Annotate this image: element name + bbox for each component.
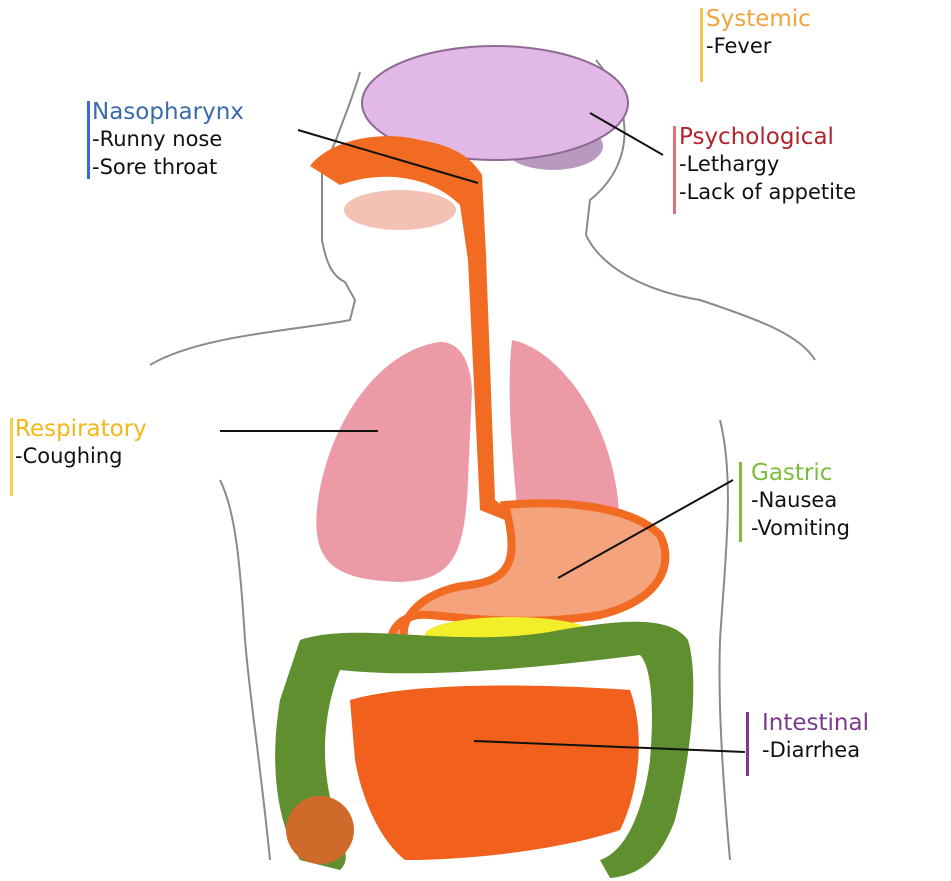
left-lung: [316, 342, 472, 582]
label-gastric: Gastric -Nausea -Vomiting: [739, 460, 850, 542]
item-nasopharynx-1: -Runny nose: [92, 125, 244, 153]
bar-respiratory: [10, 418, 13, 496]
title-intestinal: Intestinal: [762, 710, 869, 736]
label-psychological: Psychological -Lethargy -Lack of appetit…: [673, 124, 856, 206]
bar-nasopharynx: [87, 101, 90, 179]
item-psychological-2: -Lack of appetite: [679, 178, 856, 206]
title-gastric: Gastric: [751, 460, 850, 486]
small-intestine: [350, 686, 639, 860]
item-systemic-1: -Fever: [706, 32, 811, 60]
bar-intestinal: [746, 712, 749, 776]
title-nasopharynx: Nasopharynx: [92, 99, 244, 125]
item-gastric-1: -Nausea: [751, 486, 850, 514]
item-respiratory-1: -Coughing: [15, 442, 147, 470]
bar-systemic: [700, 8, 703, 82]
label-systemic: Systemic -Fever: [700, 6, 811, 60]
item-psychological-1: -Lethargy: [679, 150, 856, 178]
item-gastric-2: -Vomiting: [751, 514, 850, 542]
title-systemic: Systemic: [706, 6, 811, 32]
label-nasopharynx: Nasopharynx -Runny nose -Sore throat: [87, 99, 244, 181]
title-psychological: Psychological: [679, 124, 856, 150]
appendix-area: [286, 796, 354, 864]
bar-psychological: [673, 126, 676, 214]
item-nasopharynx-2: -Sore throat: [92, 153, 244, 181]
oral-cavity: [344, 190, 456, 230]
bar-gastric: [739, 462, 742, 542]
label-respiratory: Respiratory -Coughing: [10, 416, 147, 470]
title-respiratory: Respiratory: [15, 416, 147, 442]
label-intestinal: Intestinal -Diarrhea: [746, 710, 869, 764]
item-intestinal-1: -Diarrhea: [762, 736, 869, 764]
